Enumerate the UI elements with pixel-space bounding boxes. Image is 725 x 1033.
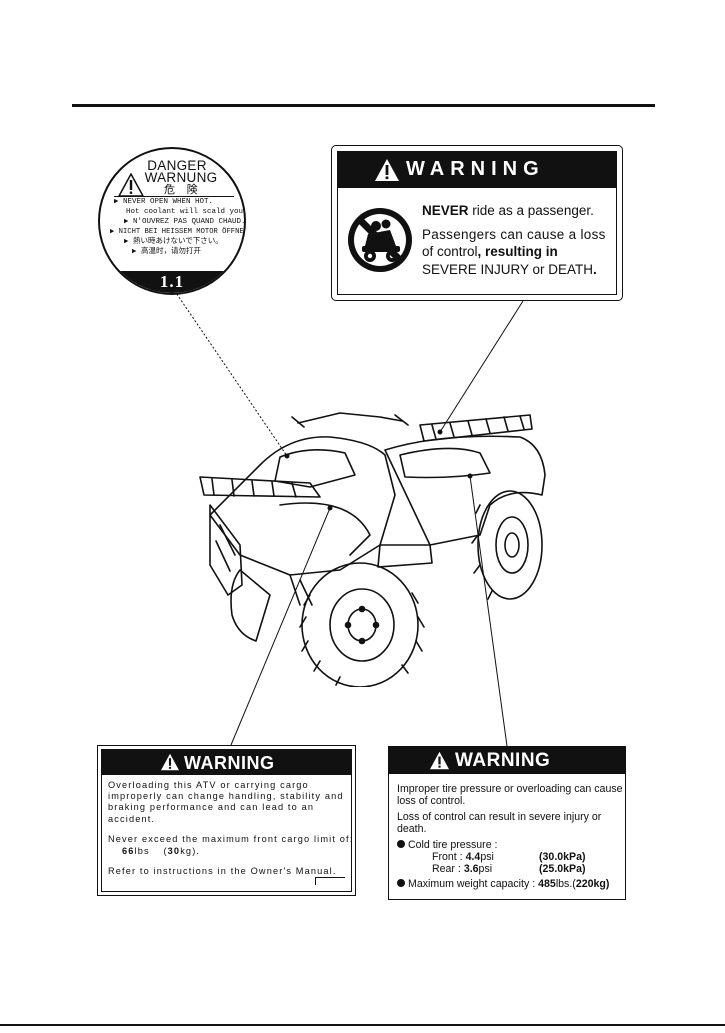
passenger-warning-header: WARNING (338, 152, 616, 188)
bottom-rule (0, 1024, 725, 1026)
passenger-line3a: of control (422, 244, 478, 259)
kiken-title: 危 険 (164, 184, 198, 196)
danger-line: ▶ NICHT BEI HEISSEM MOTOR ÖFFNEN. (110, 228, 246, 236)
passenger-line4a: SEVERE INJURY or DEATH (422, 261, 594, 277)
rear-psi: 3.6 (463, 863, 479, 876)
cold-pressure-row: Cold tire pressure : (397, 839, 625, 851)
weight-kg: 220 (575, 877, 594, 890)
danger-line: ▶ 高温时，请勿打开 (132, 248, 202, 256)
tire-warning-heading: WARNING (455, 750, 551, 771)
danger-divider (114, 196, 234, 197)
warning-triangle-icon (375, 159, 399, 181)
front-kpa: 30.0 (542, 851, 564, 864)
warnung-title: WARNUNG (144, 170, 218, 185)
cargo-warning-label: WARNING Overloading this ATV or carrying… (97, 745, 356, 896)
cargo-limit-lbs: 66 (122, 845, 135, 856)
atv-icon (199, 412, 546, 687)
rear-kpa: 25.0 (542, 863, 564, 876)
top-rule (72, 104, 655, 107)
rear-pressure-row: Rear : 3.6psi (25.0kPa) (432, 863, 586, 876)
passenger-line2: Passengers can cause a loss (422, 226, 606, 242)
cargo-warning-text: Overloading this ATV or carrying cargo i… (108, 780, 354, 887)
cargo-warning-header: WARNING (102, 750, 351, 775)
bullet-icon (397, 879, 405, 888)
bullet-icon (397, 840, 405, 849)
passenger-warning-text: NEVER ride as a passenger. Passengers ca… (422, 202, 622, 278)
front-psi: 4.4 (465, 851, 481, 864)
never-emphasis: NEVER (422, 203, 469, 218)
tire-warning-header: WARNING (389, 747, 625, 774)
warning-triangle-icon (430, 751, 449, 770)
danger-line: Hot coolant will scald you. (126, 208, 246, 216)
danger-line: ▶ NEVER OPEN WHEN HOT. (114, 198, 214, 206)
tire-warning-label: WARNING Improper tire pressure or overlo… (388, 746, 626, 900)
passenger-warning-label: WARNING NEVER ride as a passenger. Passe… (331, 145, 623, 301)
warning-triangle-icon (161, 753, 179, 771)
cargo-para2: Never exceed the maximum front cargo lim… (108, 834, 354, 856)
weight-capacity-row: Maximum weight capacity : 485lbs.(220kg) (397, 878, 625, 890)
passenger-line1: ride as a passenger. (468, 203, 594, 218)
danger-line: ▶ N'OUVREZ PAS QUAND CHAUD. (124, 218, 246, 226)
tire-para1: Improper tire pressure or overloading ca… (397, 783, 623, 808)
passenger-line3b: , resulting in (477, 244, 558, 259)
danger-title: DANGER (147, 158, 207, 173)
label-corner-mark (315, 877, 345, 885)
tire-para2: Loss of control can result in severe inj… (397, 810, 602, 836)
cargo-warning-heading: WARNING (184, 753, 275, 773)
danger-line: ▶ 熱い時あけないで下さい。 (124, 238, 223, 246)
passenger-warning-heading: WARNING (406, 158, 545, 180)
danger-band: 1.1 (100, 271, 244, 293)
danger-label: DANGER WARNUNG 危 険 ▶ NEVER OPEN WHEN HOT… (98, 147, 246, 295)
cargo-para3: Refer to instructions in the Owner's Man… (108, 866, 337, 877)
tire-warning-text: Improper tire pressure or overloading ca… (397, 783, 625, 890)
front-pressure-row: Front : 4.4psi (30.0kPa) (432, 851, 586, 864)
passenger-line4b: . (593, 261, 597, 277)
cargo-para1: Overloading this ATV or carrying cargo i… (108, 780, 344, 824)
no-passenger-icon (348, 208, 412, 272)
cargo-limit-kg: 30 (167, 845, 181, 856)
weight-lbs: 485 (538, 877, 556, 890)
